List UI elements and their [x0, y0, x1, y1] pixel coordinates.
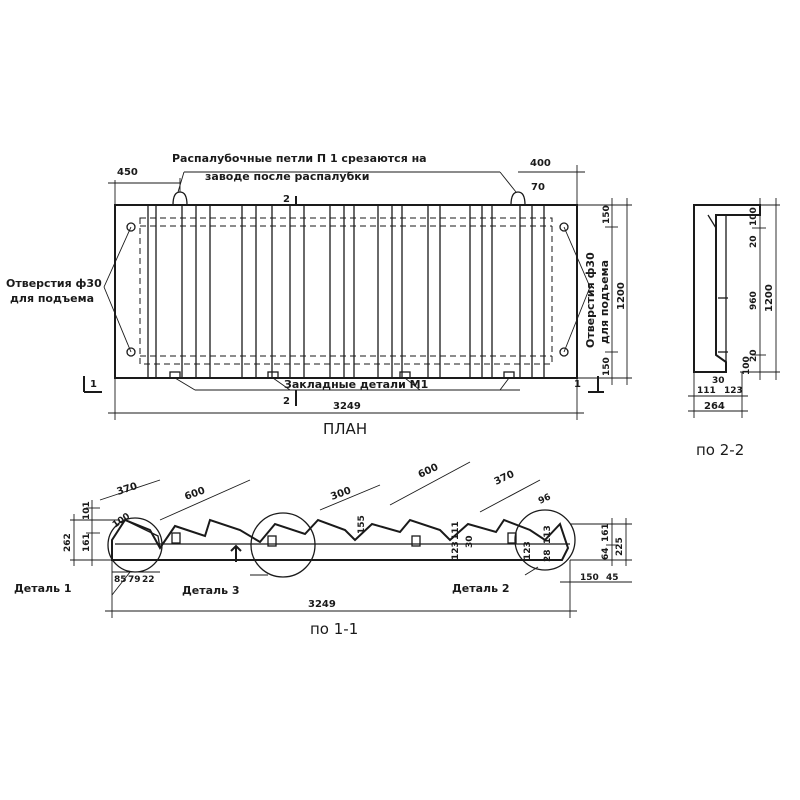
section-1-marker-left: 1: [90, 379, 97, 390]
s11-dim-600-right: 600: [417, 462, 441, 481]
section-2-2-view: 100 20 960 20 100 1200 111 30 123 264 по…: [688, 198, 780, 459]
s11-dim-150: 150: [580, 573, 599, 583]
holes-right-line2: для подъема: [598, 260, 611, 344]
plan-note-line2: заводе после распалубки: [205, 170, 369, 183]
plan-title: ПЛАН: [323, 420, 367, 438]
s22-dim-20-top: 20: [749, 235, 759, 248]
s11-dim-96: 96: [537, 492, 553, 506]
detail-2-label: Деталь 2: [452, 582, 510, 595]
holes-left-line2: для подъема: [10, 292, 94, 305]
detail-2-circle: [514, 509, 576, 571]
s11-dim-161-right: 161: [601, 523, 611, 542]
s11-dim-85: 85: [114, 575, 127, 585]
plan-note-line1: Распалубочные петли П 1 срезаются на: [172, 152, 427, 165]
s11-dim-22: 22: [142, 575, 155, 585]
demolding-loop-right: [510, 191, 526, 206]
s22-dim-30: 30: [712, 376, 725, 386]
section-2-marker-top: 2: [283, 194, 290, 205]
s11-dim-123-a: 123: [451, 541, 461, 560]
s11-dim-370-left: 370: [116, 481, 139, 498]
s22-dim-100: 100: [749, 207, 759, 226]
s22-dim-20-bottom: 20: [749, 349, 759, 362]
s11-dim-370-right: 370: [493, 469, 517, 488]
s11-dim-100: 100: [111, 511, 132, 530]
holes-left-line1: Отверстия ф30: [6, 277, 102, 290]
plan-rib-lines: [147, 205, 545, 378]
s11-dim-113: 113: [543, 525, 553, 544]
s11-dim-123-b: 123: [523, 541, 533, 560]
plan-slab-outline: [114, 204, 578, 379]
s11-dim-262: 262: [63, 533, 73, 552]
lifting-hole: [559, 347, 569, 357]
s22-dim-111: 111: [697, 386, 716, 396]
s22-dim-960: 960: [749, 291, 759, 310]
s11-dim-79: 79: [128, 575, 141, 585]
s22-dim-100-bottom: 100: [742, 356, 752, 375]
stair-profile: [111, 518, 570, 561]
s11-dim-300: 300: [329, 485, 352, 502]
s22-dim-123: 123: [724, 386, 743, 396]
holes-right-line1: Отверстия ф30: [584, 252, 597, 348]
s22-dim-264: 264: [704, 401, 725, 412]
section-1-1-title: по 1-1: [310, 620, 358, 638]
plan-dim-450: 450: [117, 167, 138, 178]
plan-dim-150-bottom: 150: [602, 357, 612, 376]
s11-dim-28: 28: [543, 549, 553, 562]
plan-dim-3249: 3249: [333, 401, 361, 412]
s11-dim-3249: 3249: [308, 599, 336, 610]
detail-3-circle: [250, 512, 316, 578]
lifting-hole: [559, 222, 569, 232]
lifting-hole: [126, 347, 136, 357]
s11-dim-111: 111: [451, 521, 461, 540]
plan-inner-contour: [139, 217, 553, 365]
s11-dim-30: 30: [465, 535, 475, 548]
section-2-2-outline: [693, 204, 761, 373]
section-1-marker-right: 1: [574, 379, 581, 390]
s11-dim-155: 155: [357, 515, 367, 534]
demolding-loop-left: [172, 191, 188, 206]
s11-dim-225: 225: [615, 537, 625, 556]
s22-dim-1200: 1200: [764, 284, 775, 312]
s11-dim-101: 101: [82, 501, 92, 520]
embedded-parts-label: Закладные детали М1: [284, 378, 428, 391]
s11-dim-64: 64: [601, 547, 611, 560]
section-2-2-title: по 2-2: [696, 441, 744, 459]
section-2-marker-bottom: 2: [283, 396, 290, 407]
plan-dim-1200: 1200: [616, 282, 627, 310]
detail-3-label: Деталь 3: [182, 584, 240, 597]
plan-dim-70: 70: [531, 182, 545, 193]
plan-dim-400: 400: [530, 158, 551, 169]
section-1-1-view: 370 600 300 600 370 96 155 100 101 262 1…: [14, 461, 632, 638]
detail-1-label: Деталь 1: [14, 582, 72, 595]
plan-dim-150-top: 150: [602, 205, 612, 224]
s11-dim-45: 45: [606, 573, 619, 583]
lifting-hole: [126, 222, 136, 232]
s11-dim-600-left: 600: [183, 485, 206, 502]
plan-view: Распалубочные петли П 1 срезаются на зав…: [6, 152, 632, 438]
s11-dim-161: 161: [82, 533, 92, 552]
